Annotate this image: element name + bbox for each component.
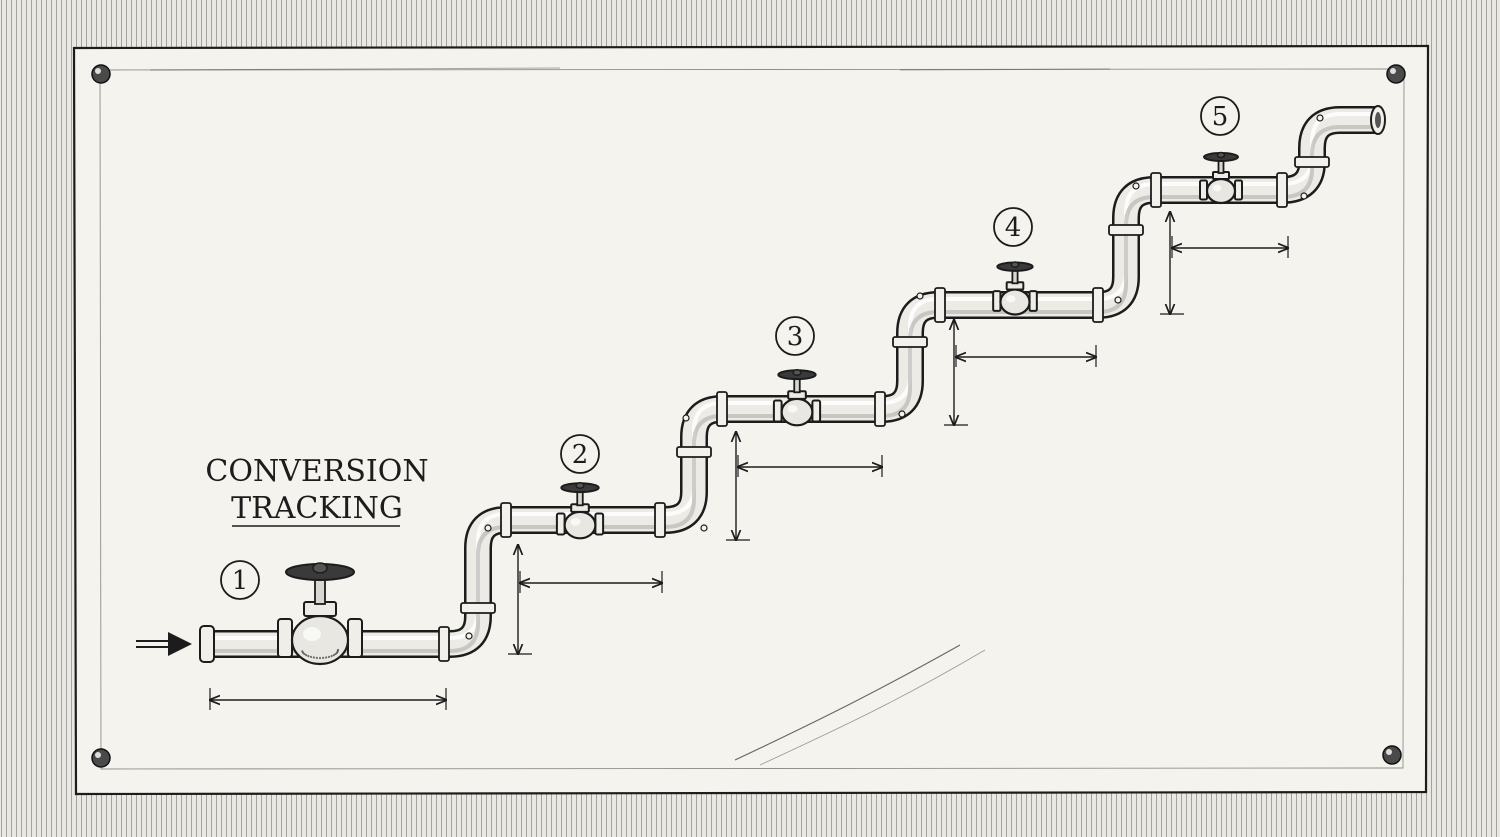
pipe-collar — [716, 391, 728, 427]
pipe-collar — [874, 391, 886, 427]
rivet — [1114, 296, 1122, 304]
rivet — [465, 632, 473, 640]
pipe-collar — [1276, 172, 1288, 208]
pipe-collar — [1108, 224, 1144, 236]
pin-icon — [1386, 64, 1406, 84]
step-marker-1: 1 — [220, 560, 260, 600]
pin-icon — [91, 748, 111, 768]
arrow-right-icon — [136, 632, 192, 656]
pin-icon — [91, 64, 111, 84]
rivet — [682, 414, 690, 422]
pipeline — [199, 105, 1386, 663]
valves — [277, 151, 1243, 666]
pipe-outlet-bore — [1375, 112, 1381, 128]
valve-icon — [992, 261, 1038, 316]
valve-icon — [555, 482, 605, 540]
dimension-lines — [210, 212, 1288, 710]
step-number: 1 — [232, 566, 249, 596]
pipe-inlet-cap — [199, 625, 215, 663]
step-marker-5: 5 — [1200, 96, 1240, 136]
rivet — [1132, 182, 1140, 190]
title-line-1: CONVERSION — [205, 454, 428, 489]
step-marker-2: 2 — [560, 434, 600, 474]
pipe-collar — [500, 502, 512, 538]
pipe-collar — [460, 602, 496, 614]
pin-icon — [1382, 745, 1402, 765]
valve-icon — [772, 369, 822, 427]
valve-icon — [1199, 151, 1243, 205]
step-marker-3: 3 — [775, 316, 815, 356]
pipe-shadow — [206, 125, 1378, 653]
rivet — [1300, 192, 1308, 200]
pipe-collar — [654, 502, 666, 538]
title-line-2: TRACKING — [231, 491, 403, 526]
pipe-collar — [1294, 156, 1330, 168]
pipe-collar — [676, 446, 712, 458]
rivet — [700, 524, 708, 532]
pipe-collar — [892, 336, 928, 348]
pipe-collar — [1092, 287, 1104, 323]
step-number: 2 — [572, 440, 589, 470]
rivet — [898, 410, 906, 418]
step-number: 5 — [1212, 102, 1229, 132]
rivet — [484, 524, 492, 532]
valve-icon — [277, 562, 363, 666]
pipe-collar — [438, 626, 450, 662]
diagram-title: CONVERSION TRACKING — [205, 454, 429, 527]
rivet — [916, 292, 924, 300]
pipe-collar — [1150, 172, 1162, 208]
step-number: 4 — [1005, 213, 1022, 243]
step-number: 3 — [787, 322, 804, 352]
pipe-collar — [934, 287, 946, 323]
step-marker-4: 4 — [993, 207, 1033, 247]
rivet — [1316, 114, 1324, 122]
